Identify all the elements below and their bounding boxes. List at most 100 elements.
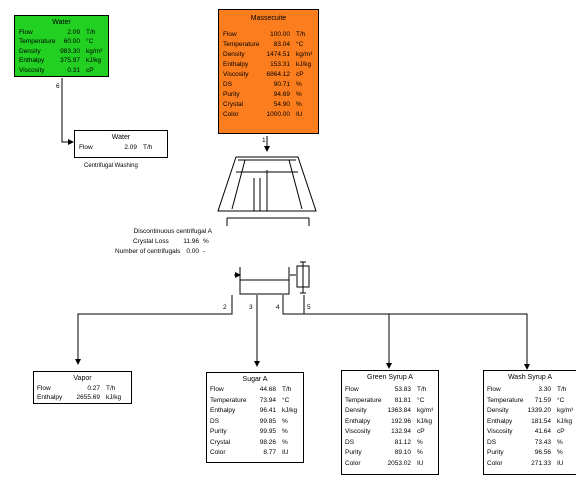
- row-unit: %: [296, 100, 302, 108]
- row-label: Viscosity: [345, 428, 371, 435]
- row-value: 96.41: [259, 407, 276, 414]
- row-unit: cP: [557, 428, 565, 435]
- row-unit: kg/m³: [296, 50, 313, 58]
- green-syrup-title: Green Syrup A: [367, 374, 413, 381]
- row-label: Purity: [210, 428, 227, 435]
- row-label: Viscosity: [223, 70, 249, 78]
- row-value: 3.30: [538, 386, 551, 393]
- row-value: 375.97: [60, 57, 80, 64]
- row-label: DS: [345, 438, 355, 446]
- row-unit: %: [417, 438, 423, 446]
- row-unit: IU: [417, 459, 424, 467]
- row-value: 71.59: [534, 396, 551, 404]
- row-label: Viscosity: [487, 428, 513, 435]
- row-value: 90.71: [273, 80, 290, 88]
- row-value: 2053.02: [387, 459, 412, 467]
- stream-number-5: 5: [307, 304, 311, 311]
- row-unit: kJ/kg: [86, 57, 102, 64]
- num-centrifugals-row: Number of centrifugals 0.00 -: [115, 248, 215, 256]
- row-value: 73.43: [534, 438, 551, 446]
- row-unit: %: [296, 80, 302, 88]
- centrifugal-body: [217, 156, 317, 212]
- centrifugal-basket: [226, 217, 310, 226]
- row-label: Purity: [223, 90, 240, 98]
- row-value: 44.68: [259, 386, 276, 393]
- sugar-title: Sugar A: [242, 376, 268, 383]
- row-label: Enthalpy: [19, 57, 45, 64]
- row-label: Purity: [345, 449, 362, 456]
- row-value: 1000.00: [266, 110, 291, 118]
- row-label: Color: [210, 449, 226, 456]
- row-label: Color: [223, 110, 239, 118]
- row-unit: %: [282, 438, 288, 446]
- row-unit: kJ/kg: [557, 417, 573, 425]
- row-label: Enthalpy: [210, 407, 236, 414]
- row-value: 94.69: [273, 90, 290, 98]
- row-unit: %: [282, 417, 288, 425]
- row-label: Temperature: [19, 38, 56, 45]
- row-label: Density: [223, 50, 245, 58]
- wash-syrup-title: Wash Syrup A: [507, 374, 553, 381]
- row-unit: kJ/kg: [106, 394, 122, 401]
- row-value: 983.30: [60, 47, 80, 55]
- row-value: 53.83: [394, 386, 411, 393]
- row-unit: kg/m³: [417, 407, 434, 414]
- row-unit: %: [417, 449, 423, 456]
- row-value: 8.77: [263, 449, 276, 456]
- row-label: Temperature: [210, 396, 247, 404]
- row-unit: cP: [296, 70, 304, 78]
- row-unit: %: [557, 438, 563, 446]
- row-unit: IU: [296, 110, 303, 118]
- row-value: 2.09: [124, 143, 137, 151]
- row-label: DS: [223, 80, 233, 88]
- row-value: 89.10: [394, 449, 411, 456]
- wash-water-title: Water: [111, 134, 131, 141]
- row-value: 41.64: [534, 428, 551, 435]
- row-value: 0.27: [87, 384, 100, 392]
- row-value: 54.90: [273, 100, 290, 108]
- row-value: 1474.51: [266, 50, 291, 58]
- stream-number-4: 4: [276, 304, 280, 311]
- row-unit: T/h: [106, 384, 116, 392]
- row-label: Enthalpy: [487, 417, 513, 425]
- row-label: Density: [19, 47, 41, 55]
- row-unit: kg/m³: [86, 47, 103, 55]
- row-label: Crystal: [223, 100, 244, 108]
- row-value: 99.95: [259, 428, 276, 435]
- crystal-loss-value: 11.96: [183, 238, 199, 245]
- row-label: Color: [487, 459, 503, 467]
- row-label: Enthalpy: [223, 60, 249, 68]
- stream-number-3: 3: [249, 304, 253, 311]
- row-value: 192.96: [391, 417, 411, 425]
- row-unit: °C: [86, 38, 94, 45]
- row-unit: IU: [557, 459, 564, 467]
- row-unit: T/h: [282, 386, 292, 393]
- row-unit: cP: [417, 428, 425, 435]
- stream-number-6: 6: [56, 83, 60, 90]
- row-label: Purity: [487, 449, 504, 456]
- num-centrifugals-unit: -: [203, 248, 206, 255]
- row-unit: T/h: [557, 386, 567, 393]
- row-unit: °C: [417, 396, 425, 404]
- wash-caption: Centrifugal Washing: [84, 163, 138, 169]
- row-value: 132.94: [391, 428, 411, 435]
- row-unit: °C: [282, 396, 290, 404]
- row-label: Enthalpy: [345, 417, 371, 425]
- row-value: 1363.84: [387, 407, 412, 414]
- row-label: Flow: [79, 143, 93, 151]
- row-unit: °C: [557, 396, 565, 404]
- row-value: 100.00: [270, 30, 290, 38]
- stream-2-line: [75, 295, 233, 365]
- row-value: 153.31: [270, 60, 290, 68]
- row-value: 2655.69: [76, 394, 101, 401]
- row-label: DS: [487, 438, 497, 446]
- row-value: 99.85: [259, 417, 276, 425]
- stream-4-line: [282, 295, 392, 369]
